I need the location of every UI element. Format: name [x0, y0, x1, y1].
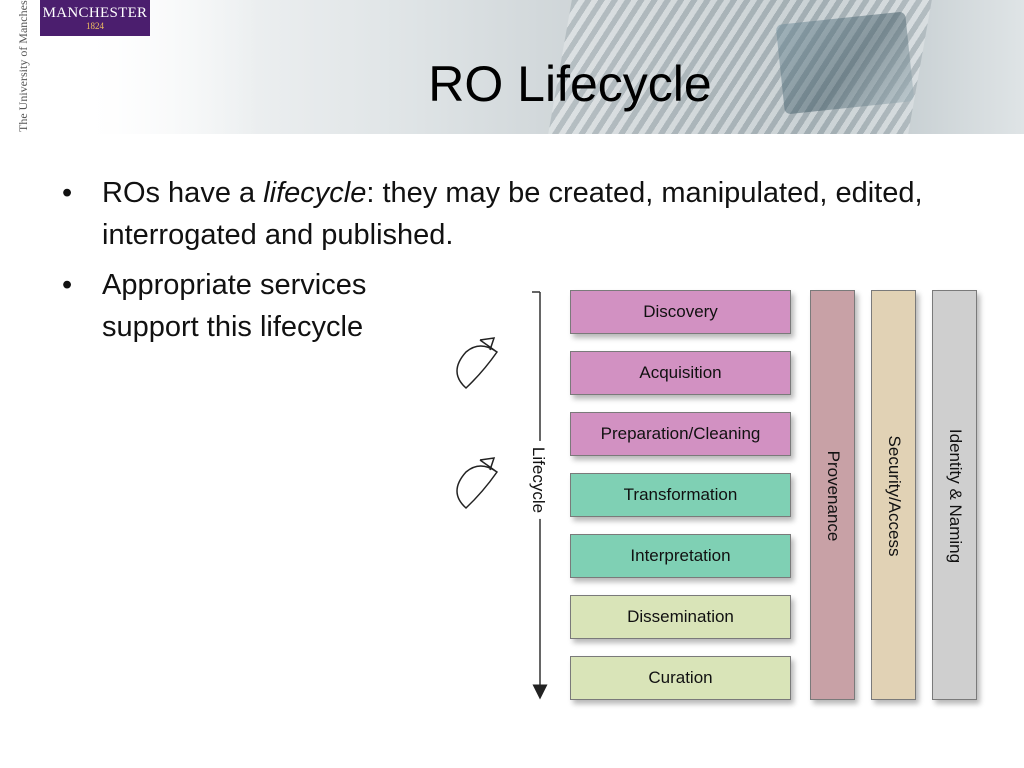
lifecycle-diagram: Lifecycle Discovery Acquisition Preparat… [450, 280, 990, 720]
column-label: Identity & Naming [946, 428, 965, 564]
column-label: Provenance [824, 450, 843, 542]
cycle-arrowhead-1 [479, 337, 496, 351]
university-wordmark: The University of Manchester [6, 0, 40, 132]
cycle-loop-1 [456, 339, 499, 390]
stage-transformation: Transformation [570, 473, 791, 517]
column-label: Security/Access [885, 435, 904, 557]
header-band [0, 0, 1024, 134]
bullet-text-end: : they may be created, manipulated, edit… [102, 177, 923, 251]
stage-dissemination: Dissemination [570, 595, 791, 639]
column-identity-naming: Identity & Naming [932, 290, 977, 700]
bullet-marker: • [62, 177, 73, 209]
lifecycle-axis-label: Lifecycle [528, 440, 548, 520]
stage-curation: Curation [570, 656, 791, 700]
column-security-access: Security/Access [871, 290, 916, 700]
stage-discovery: Discovery [570, 290, 791, 334]
stage-interpretation: Interpretation [570, 534, 791, 578]
logo-year: 1824 [86, 21, 104, 31]
cycle-loop-2 [456, 459, 499, 510]
cycle-arrowhead-2 [479, 457, 496, 471]
slide-title: RO Lifecycle [428, 56, 712, 112]
bullet-marker: • [62, 269, 73, 301]
stage-preparation-cleaning: Preparation/Cleaning [570, 412, 791, 456]
bullet-text: Appropriate services support this lifecy… [102, 269, 367, 343]
bullet-text: ROs have a lifecycle: they may be create… [102, 172, 982, 256]
column-provenance: Provenance [810, 290, 855, 700]
stage-acquisition: Acquisition [570, 351, 791, 395]
logo-text: MANCHESTER [42, 5, 148, 21]
university-logo: MANCHESTER 1824 [40, 0, 150, 36]
wordmark-text: The University of Manchester [16, 0, 30, 132]
bullet-text-start: ROs have a [102, 177, 264, 209]
bullet-emphasis: lifecycle [263, 177, 367, 209]
